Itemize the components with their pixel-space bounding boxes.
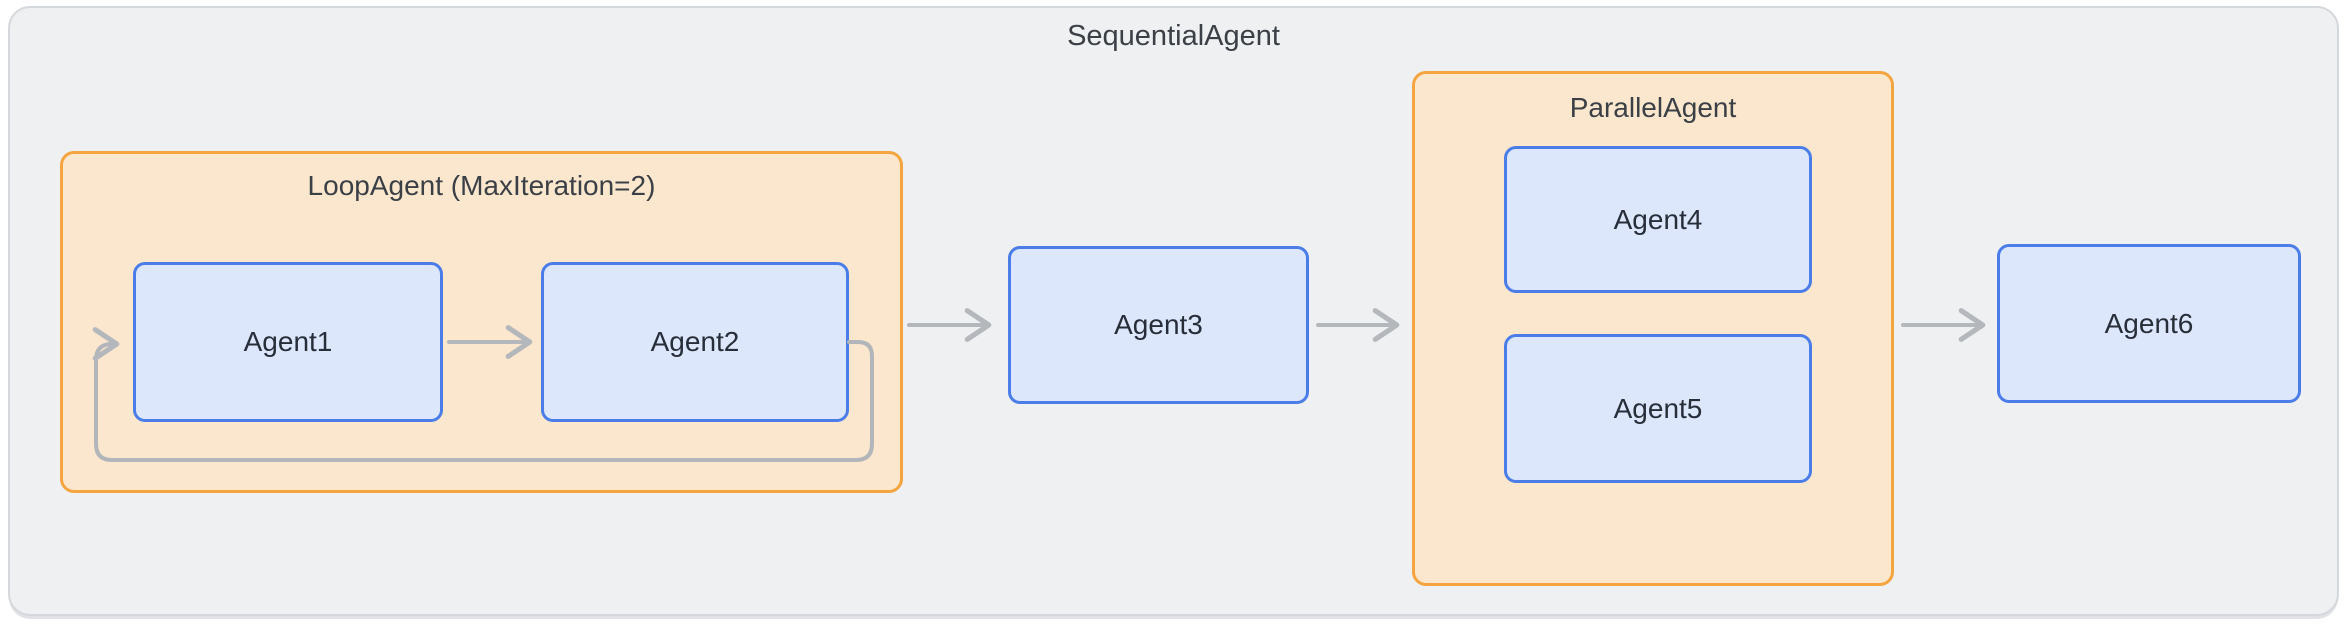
- node-agent3: Agent3: [1008, 246, 1309, 404]
- node-agent2-label: Agent2: [650, 326, 740, 357]
- node-agent5: Agent5: [1504, 334, 1812, 483]
- node-agent4: Agent4: [1504, 146, 1812, 293]
- node-agent6: Agent6: [1997, 244, 2301, 403]
- node-agent5-label: Agent5: [1613, 392, 1703, 424]
- sequential-agent-label: SequentialAgent: [1067, 20, 1280, 52]
- node-agent6-label: Agent6: [2104, 307, 2194, 339]
- node-agent4-label: Agent4: [1613, 203, 1703, 235]
- node-agent2: Agent2: [541, 262, 849, 422]
- node-agent1-label: Agent1: [243, 326, 333, 357]
- parallel-agent-label: ParallelAgent: [1569, 92, 1737, 123]
- node-agent1: Agent1: [133, 262, 443, 422]
- loop-agent-label: LoopAgent (MaxIteration=2): [307, 170, 656, 201]
- node-agent3-label: Agent3: [1114, 309, 1203, 340]
